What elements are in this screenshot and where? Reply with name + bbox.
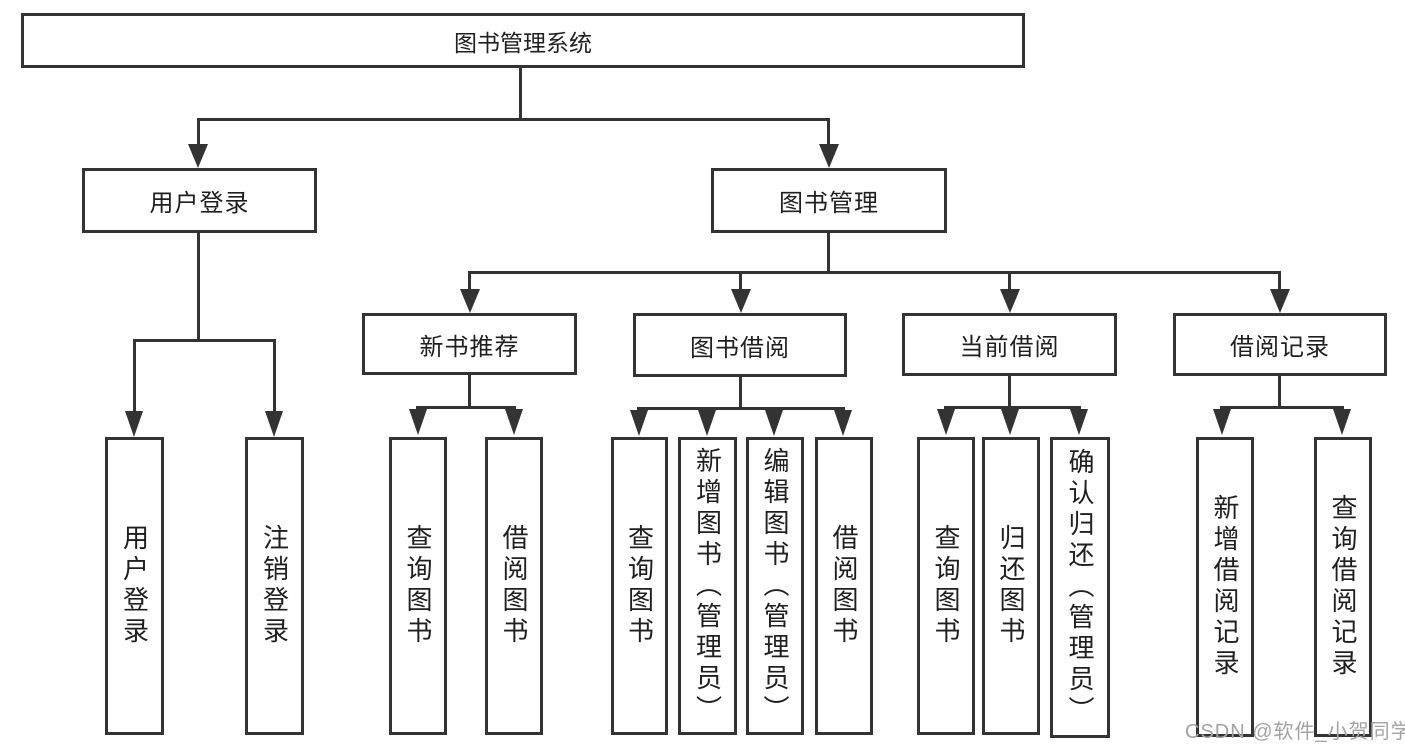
connector-vline: [1278, 376, 1281, 406]
connector-hline: [197, 118, 830, 121]
arrow-down-icon: [460, 289, 480, 313]
node-book-borrow: 图书借阅: [633, 313, 847, 377]
arrow-down-icon: [125, 411, 143, 437]
arrow-down-icon: [731, 289, 751, 313]
leaf-label: 新增图书（管理员）: [692, 446, 723, 726]
connector-vline: [827, 233, 830, 271]
leaf-borrow-book: 借阅图书: [815, 437, 873, 735]
leaf-query-book: 查询图书: [611, 437, 668, 735]
leaf-label: 确认归还（管理员）: [1065, 448, 1095, 727]
leaf-user-login: 用户登录: [105, 437, 164, 735]
arrow-down-icon: [1001, 409, 1019, 435]
connector-vline: [519, 68, 522, 118]
arrow-down-icon: [265, 411, 283, 437]
arrow-down-icon: [1000, 289, 1020, 313]
leaf-return-book: 归还图书: [982, 437, 1040, 735]
leaf-add-borrow-record: 新增借阅记录: [1196, 437, 1254, 737]
node-book-management: 图书管理: [711, 168, 947, 233]
arrow-down-icon: [409, 409, 427, 435]
node-label: 图书借阅: [690, 334, 790, 362]
leaf-label: 注销登录: [259, 524, 290, 648]
connector-vline: [197, 233, 200, 339]
arrow-down-icon: [834, 410, 852, 436]
connector-vline: [133, 339, 136, 412]
leaf-label: 归还图书: [996, 524, 1026, 648]
connector-hline: [133, 339, 276, 342]
node-label: 当前借阅: [959, 334, 1060, 361]
connector-vline: [1008, 271, 1011, 289]
leaf-edit-book-admin: 编辑图书（管理员）: [746, 437, 804, 735]
leaf-logout: 注销登录: [245, 437, 304, 735]
connector-hline: [944, 406, 1081, 409]
connector-vline: [827, 118, 830, 146]
leaf-add-book-admin: 新增图书（管理员）: [678, 437, 737, 735]
leaf-label: 借阅图书: [829, 524, 859, 648]
arrow-down-icon: [630, 410, 648, 436]
connector-vline: [197, 118, 200, 146]
connector-vline: [739, 271, 742, 289]
arrow-down-icon: [1213, 409, 1231, 435]
connector-vline: [1278, 271, 1281, 289]
leaf-label: 新增借阅记录: [1210, 494, 1240, 680]
node-user-login: 用户登录: [82, 168, 317, 233]
connector-vline: [468, 271, 471, 289]
arrow-down-icon: [1270, 289, 1290, 313]
arrow-down-icon: [188, 144, 208, 168]
arrow-down-icon: [937, 409, 955, 435]
connector-hline: [637, 407, 845, 410]
arrow-down-icon: [765, 410, 783, 436]
node-label: 用户登录: [149, 190, 250, 217]
connector-vline: [468, 375, 471, 406]
leaf-label: 用户登录: [119, 524, 150, 648]
leaf-query-borrow-record: 查询借阅记录: [1314, 437, 1372, 737]
leaf-label: 编辑图书（管理员）: [760, 446, 790, 726]
leaf-label: 查询图书: [403, 524, 433, 648]
node-new-book-recommend: 新书推荐: [362, 313, 577, 375]
arrow-down-icon: [698, 410, 716, 436]
leaf-query-book: 查询图书: [917, 437, 975, 735]
node-label: 新书推荐: [419, 333, 520, 361]
arrow-down-icon: [819, 144, 839, 168]
connector-vline: [273, 339, 276, 412]
node-borrow-record: 借阅记录: [1173, 313, 1387, 376]
arrow-down-icon: [505, 409, 523, 435]
leaf-label: 借阅图书: [499, 524, 529, 648]
arrow-down-icon: [1333, 409, 1351, 435]
leaf-label: 查询图书: [624, 524, 655, 648]
connector-hline: [1220, 406, 1344, 409]
node-label: 图书管理系统: [454, 29, 592, 56]
node-label: 借阅记录: [1230, 334, 1330, 361]
connector-hline: [468, 271, 1281, 274]
leaf-label: 查询图书: [931, 524, 961, 648]
leaf-borrow-book: 借阅图书: [485, 437, 543, 735]
leaf-query-book: 查询图书: [389, 437, 447, 735]
node-label: 图书管理: [779, 190, 879, 217]
csdn-watermark: CSDN @软件_小贺同学: [1185, 721, 1405, 743]
connector-vline: [739, 377, 742, 407]
connector-vline: [1008, 376, 1011, 406]
connector-hline: [416, 406, 516, 409]
node-library-management-system: 图书管理系统: [21, 13, 1025, 68]
arrow-down-icon: [1070, 409, 1088, 435]
node-current-borrow: 当前借阅: [902, 313, 1117, 376]
leaf-confirm-return-admin: 确认归还（管理员）: [1050, 437, 1110, 738]
leaf-label: 查询借阅记录: [1328, 494, 1358, 680]
